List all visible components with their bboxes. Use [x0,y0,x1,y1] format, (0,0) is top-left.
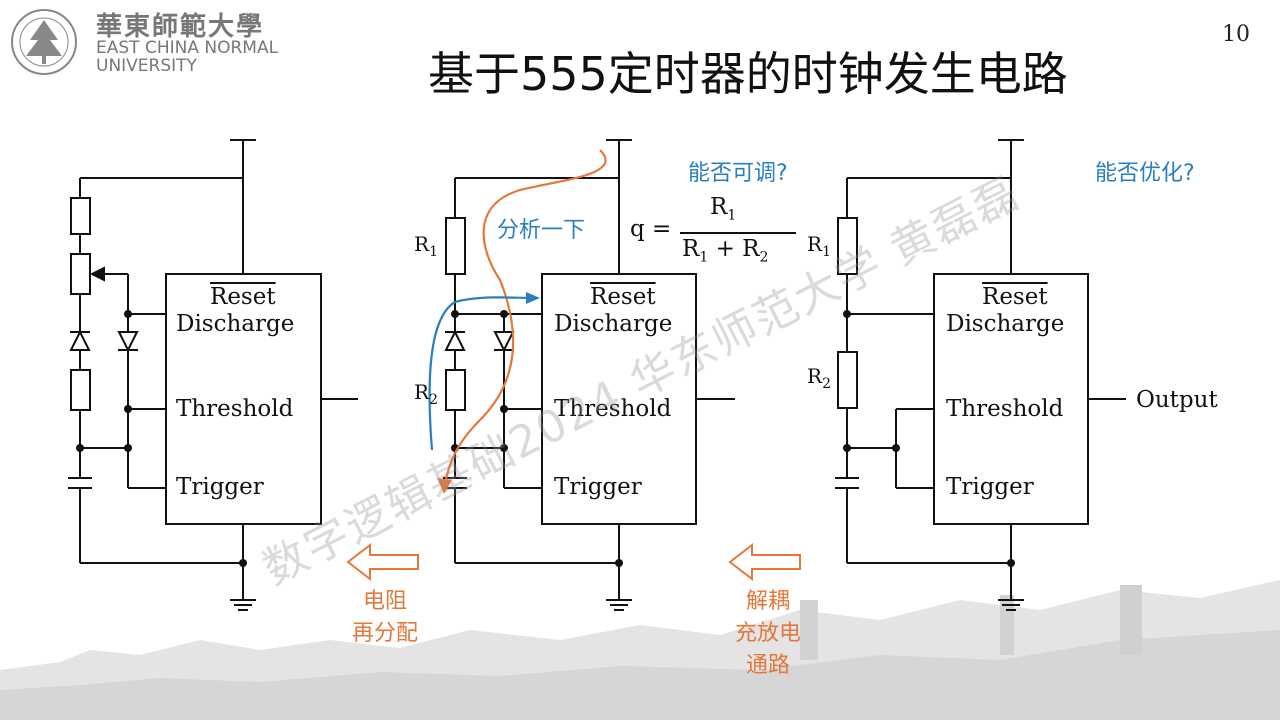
analyze-note: 分析一下 [497,218,586,243]
circuit-1 [68,139,358,611]
c3-r2-label: R2 [807,364,831,392]
c2-reset-label: Reset [590,284,656,310]
c1-threshold-label: Threshold [176,396,294,422]
decouple-path-note: 解耦 充放电 通路 [734,589,801,678]
c1-discharge-label: Discharge [176,311,295,337]
left-arrow-2 [728,542,801,582]
slide-title: 基于555定时器的时钟发生电路 [428,47,1068,101]
left-arrow-1 [346,542,419,582]
formula-lhs: q = [630,216,672,242]
c3-output-label: Output [1136,387,1218,413]
c3-discharge-label: Discharge [946,311,1065,337]
logo-chinese-name: 華東師範大學 [96,12,265,42]
c2-r2-label: R2 [414,380,438,408]
adjustable-question: 能否可调? [688,161,788,186]
logo-english-line2: UNIVERSITY [96,56,197,76]
c1-reset-label: Reset [210,284,276,310]
c2-discharge-label: Discharge [554,311,673,337]
formula-numerator: R1 [710,194,737,224]
c2-trigger-label: Trigger [554,474,642,500]
c1-trigger-label: Trigger [176,474,264,500]
resistor-redistribution-note: 电阻 再分配 [351,589,418,646]
c3-r1-label: R1 [807,232,831,260]
logo-english-line1: EAST CHINA NORMAL [96,38,279,58]
c3-trigger-label: Trigger [946,474,1034,500]
c2-r1-label: R1 [414,232,438,260]
c3-threshold-label: Threshold [946,396,1064,422]
formula-fraction-bar [680,232,796,234]
circuit-2 [443,139,735,611]
formula-denominator: R1 + R2 [682,236,769,266]
discharge-path-curve [428,296,536,451]
university-logo [11,9,77,75]
charge-path-curve [442,149,607,491]
optimize-question: 能否优化? [1095,161,1195,186]
page-number: 10 [1222,22,1250,47]
c3-reset-label: Reset [982,284,1048,310]
c2-threshold-label: Threshold [554,396,672,422]
